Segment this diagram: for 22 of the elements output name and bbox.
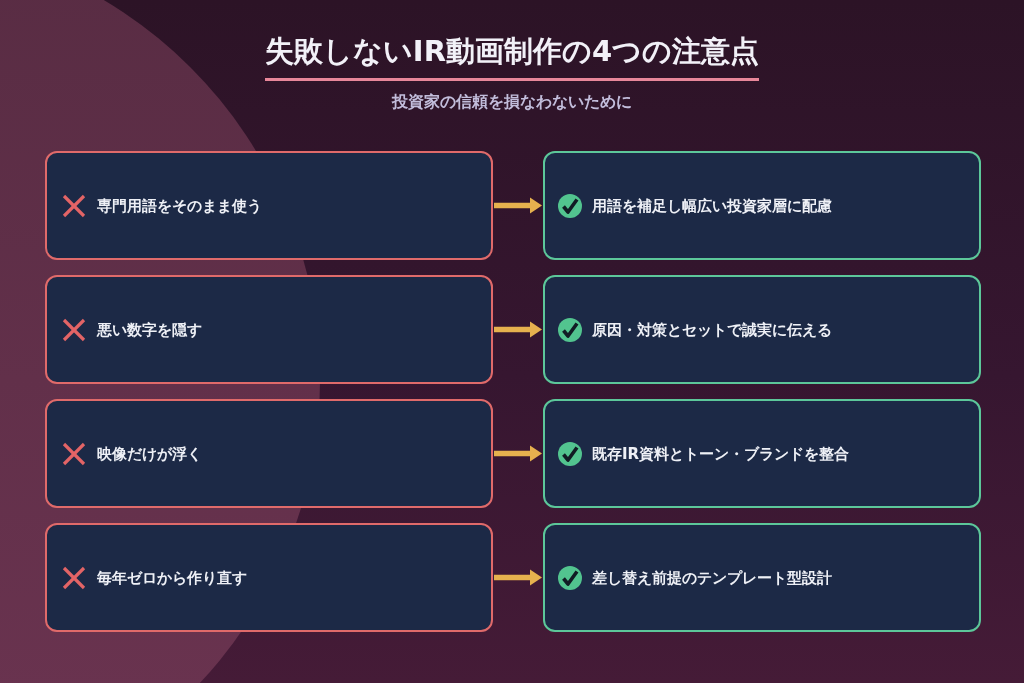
- box-text: 毎年ゼロから作り直す: [97, 567, 247, 588]
- box-text: 用語を補足し幅広い投資家層に配慮: [592, 195, 832, 216]
- box-text: 映像だけが浮く: [97, 443, 202, 464]
- rounded-box: [543, 523, 981, 632]
- title: 失敗しないIR動画制作の4つの注意点: [264, 33, 760, 70]
- arrow: [494, 321, 542, 338]
- box-text: 既存IR資料とトーン・ブランドを整合: [592, 443, 850, 464]
- rounded-box: [543, 399, 981, 508]
- rounded-box: [543, 151, 981, 260]
- rounded-box: [45, 275, 493, 384]
- rounded-box: [45, 151, 493, 260]
- rounded-box: [543, 275, 981, 384]
- box-text: 差し替え前提のテンプレート型設計: [592, 567, 832, 588]
- rounded-box: [45, 523, 493, 632]
- arrow: [494, 197, 542, 214]
- arrow: [494, 445, 542, 462]
- box-text: 悪い数字を隠す: [97, 319, 202, 340]
- box-text: 専門用語をそのまま使う: [97, 195, 262, 216]
- rounded-box: [45, 399, 493, 508]
- box-text: 原因・対策とセットで誠実に伝える: [592, 319, 832, 340]
- arrow: [494, 569, 542, 586]
- subtitle: 投資家の信頼を損なわないために: [392, 91, 632, 113]
